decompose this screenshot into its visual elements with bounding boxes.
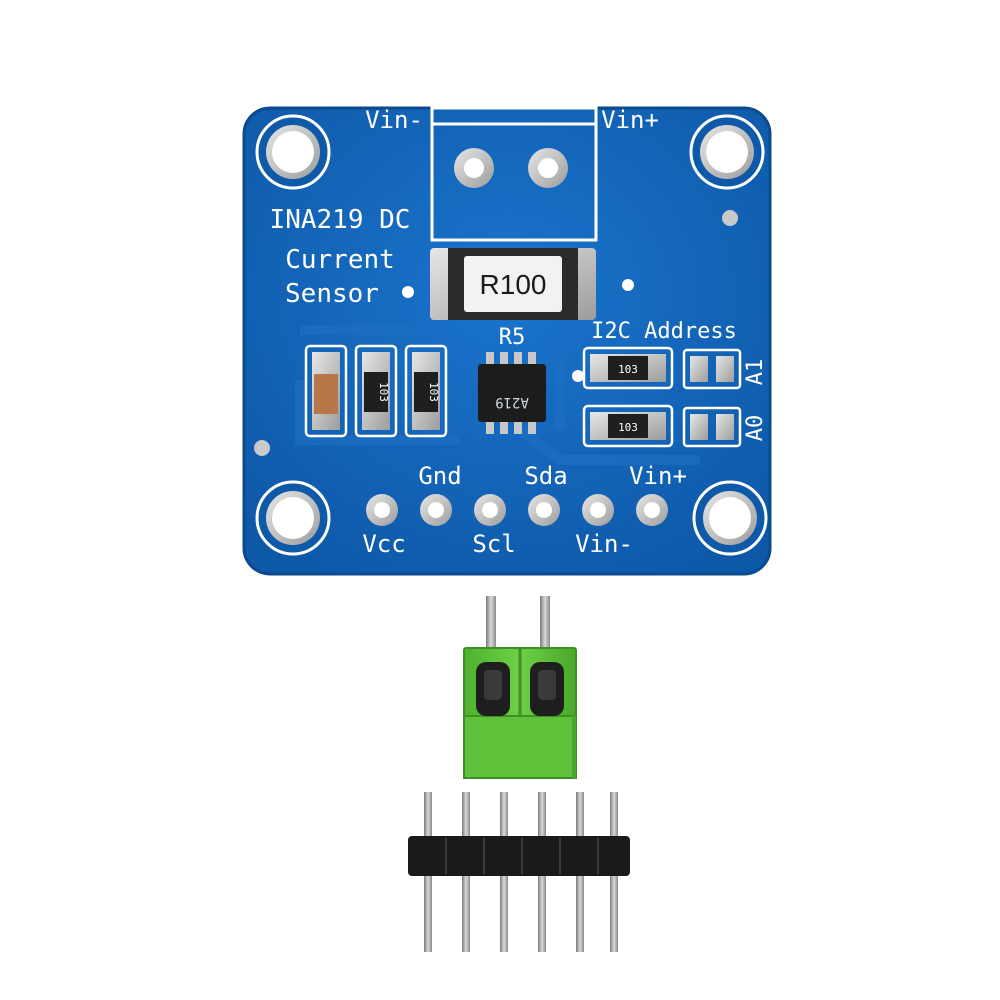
resistor-103-a0: 103 <box>582 404 674 448</box>
vin-plus-top-label: Vin+ <box>601 106 659 134</box>
resistor-code: 103 <box>377 382 390 402</box>
board-title-line-2: Current <box>285 245 395 275</box>
vin-minus-top-label: Vin- <box>365 106 423 134</box>
resistor-103-a1: 103 <box>582 346 674 390</box>
resistor-code: 103 <box>427 382 440 402</box>
addr-a0-label: A0 <box>743 415 768 442</box>
pin-label-scl: Scl <box>472 530 515 558</box>
via <box>402 286 414 298</box>
jumper-a0 <box>682 406 742 448</box>
resistor-code: 103 <box>618 421 638 434</box>
addr-a1-label: A1 <box>743 359 768 386</box>
shunt-marking: R100 <box>480 269 547 300</box>
via <box>622 279 634 291</box>
mounting-hole-bottom-right <box>692 480 768 556</box>
ina219-chip: A219 <box>478 352 546 434</box>
pin-label-vcc: Vcc <box>362 530 405 558</box>
screw-terminal-block <box>463 596 577 779</box>
via <box>722 210 738 226</box>
board-title-line-1: INA219 DC <box>270 205 411 235</box>
resistor-code: 103 <box>618 363 638 376</box>
shunt-resistor: R100 <box>430 248 596 320</box>
mounting-hole-top-left <box>255 114 331 190</box>
i2c-address-label: I2C Address <box>591 319 737 344</box>
header-pin-holes <box>366 494 668 526</box>
via <box>254 440 270 456</box>
pcb-board <box>242 106 772 576</box>
shunt-ref-label: R5 <box>499 325 526 350</box>
via <box>572 370 584 382</box>
capacitor <box>304 344 348 438</box>
pin-header-strip <box>408 792 630 952</box>
pin-label-gnd: Gnd <box>418 462 461 490</box>
resistor-103-mid: 103 <box>404 344 448 438</box>
mounting-hole-top-right <box>689 114 765 190</box>
terminal-footprint <box>430 106 598 242</box>
pin-label-vin-plus: Vin+ <box>629 462 687 490</box>
board-title-line-3: Sensor <box>285 279 379 309</box>
resistor-103-left: 103 <box>354 344 398 438</box>
chip-marking: A219 <box>495 394 529 410</box>
mounting-hole-bottom-left <box>255 480 331 556</box>
jumper-a1 <box>682 348 742 390</box>
pin-label-sda: Sda <box>524 462 567 490</box>
pin-label-vin-minus: Vin- <box>575 530 633 558</box>
